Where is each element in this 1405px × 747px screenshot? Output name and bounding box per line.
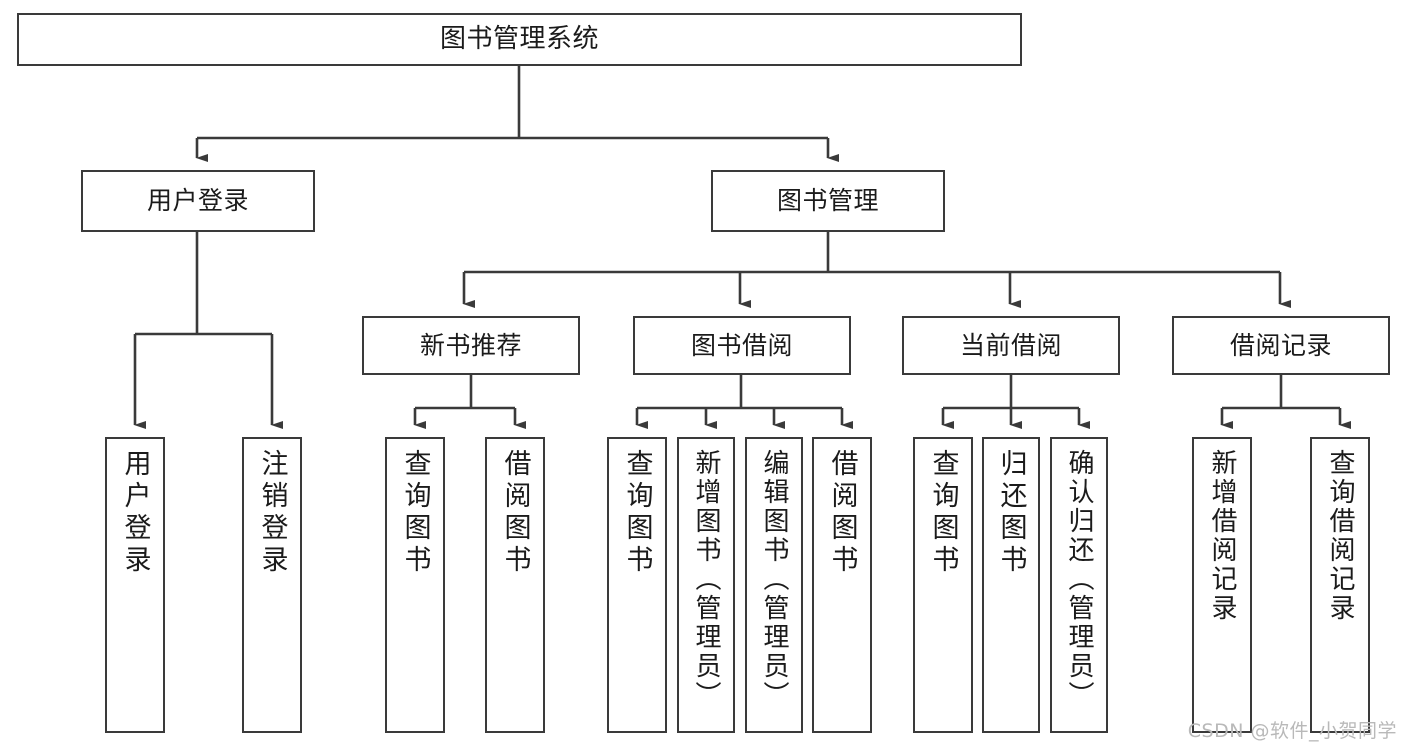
node-label: 新增借阅记录 — [1207, 449, 1237, 623]
node-label: 图书管理系统 — [439, 23, 599, 54]
leaf-add-borrow-record[interactable]: 新增借阅记录 — [1192, 437, 1252, 733]
node-book-management[interactable]: 图书管理 — [711, 170, 945, 232]
node-label: 借阅记录 — [1229, 330, 1332, 360]
node-label: 图书管理 — [776, 186, 879, 215]
node-label: 查询图书 — [399, 449, 431, 577]
leaf-query-book-current[interactable]: 查询图书 — [913, 437, 973, 733]
node-new-book-recommend[interactable]: 新书推荐 — [362, 316, 580, 375]
node-label: 用户登录 — [119, 449, 151, 577]
node-label: 归还图书 — [995, 449, 1027, 577]
leaf-logout[interactable]: 注销登录 — [242, 437, 302, 733]
node-label: 图书借阅 — [690, 330, 793, 360]
node-label: 查询图书 — [621, 449, 653, 577]
node-book-borrow[interactable]: 图书借阅 — [633, 316, 851, 375]
node-label: 查询图书 — [927, 449, 959, 577]
leaf-edit-book-admin[interactable]: 编辑图书（管理员） — [745, 437, 803, 733]
leaf-add-book-admin[interactable]: 新增图书（管理员） — [677, 437, 735, 733]
node-label: 查询借阅记录 — [1325, 449, 1355, 623]
node-borrow-record[interactable]: 借阅记录 — [1172, 316, 1390, 375]
leaf-query-book-borrow[interactable]: 查询图书 — [607, 437, 667, 733]
node-current-borrow[interactable]: 当前借阅 — [902, 316, 1120, 375]
node-label: 当前借阅 — [959, 330, 1062, 360]
leaf-borrow-book-recommend[interactable]: 借阅图书 — [485, 437, 545, 733]
leaf-query-book-recommend[interactable]: 查询图书 — [385, 437, 445, 733]
leaf-user-login[interactable]: 用户登录 — [105, 437, 165, 733]
node-label: 用户登录 — [146, 186, 249, 215]
node-label: 编辑图书（管理员） — [759, 449, 789, 710]
node-root-system[interactable]: 图书管理系统 — [17, 13, 1022, 66]
node-label: 注销登录 — [256, 449, 288, 577]
leaf-query-borrow-record[interactable]: 查询借阅记录 — [1310, 437, 1370, 733]
leaf-borrow-book[interactable]: 借阅图书 — [812, 437, 872, 733]
leaf-return-book[interactable]: 归还图书 — [982, 437, 1040, 733]
node-label: 借阅图书 — [826, 449, 858, 577]
watermark-text: CSDN @软件_小贺同学 — [1187, 720, 1397, 742]
node-label: 新书推荐 — [419, 330, 522, 360]
node-label: 新增图书（管理员） — [691, 449, 721, 710]
node-label: 借阅图书 — [499, 449, 531, 577]
node-label: 确认归还（管理员） — [1064, 449, 1094, 710]
node-user-login[interactable]: 用户登录 — [81, 170, 315, 232]
leaf-confirm-return-admin[interactable]: 确认归还（管理员） — [1050, 437, 1108, 733]
